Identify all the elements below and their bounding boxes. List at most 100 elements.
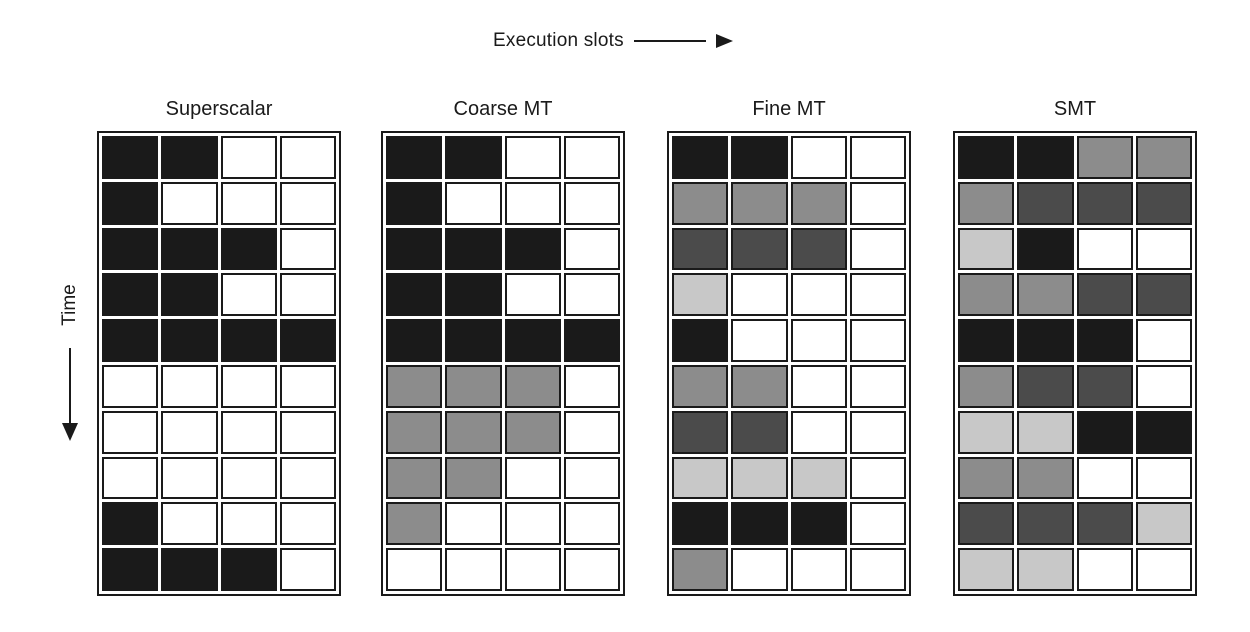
grid-cell	[161, 364, 218, 408]
grid-cell	[958, 364, 1015, 408]
grid-cell	[958, 456, 1015, 500]
grid-cell	[386, 319, 443, 362]
panel-smt: SMT	[953, 96, 1197, 596]
grid-cell	[790, 364, 847, 408]
grid-cell	[849, 502, 906, 546]
grid-cell	[563, 181, 620, 225]
panel-title-coarse-mt: Coarse MT	[453, 98, 553, 120]
grid-cell	[102, 548, 159, 591]
grid-cell	[958, 319, 1015, 362]
panel-title-smt: SMT	[1053, 98, 1097, 120]
grid-cell	[563, 227, 620, 271]
grid-cell	[386, 364, 443, 408]
grid-cell	[102, 364, 159, 408]
grid-cell	[445, 502, 502, 546]
grid-cell	[790, 410, 847, 454]
grid-cell	[849, 364, 906, 408]
grid-cell	[849, 319, 906, 362]
grid-cell	[504, 319, 561, 362]
grid-cell	[161, 181, 218, 225]
grid-cell	[790, 456, 847, 500]
grid-cell	[504, 273, 561, 317]
grid-cell	[1017, 364, 1074, 408]
grid-cell	[279, 227, 336, 271]
grid-cell	[1076, 364, 1133, 408]
grid-cell	[386, 181, 443, 225]
grid-cell	[1076, 181, 1133, 225]
grid-cell	[1076, 273, 1133, 317]
grid-cell	[731, 502, 788, 546]
grid-cell	[386, 502, 443, 546]
grid-cell	[563, 410, 620, 454]
time-axis-label: Time	[59, 284, 80, 326]
grid-cell	[672, 181, 729, 225]
grid-cell	[1135, 319, 1192, 362]
grid-cell	[849, 181, 906, 225]
grid-cell	[672, 136, 729, 179]
grid-cell	[672, 227, 729, 271]
grid-cell	[1135, 181, 1192, 225]
grid-cell	[563, 273, 620, 317]
grid-cell	[958, 548, 1015, 591]
grid-cell	[672, 364, 729, 408]
grid-cell	[279, 181, 336, 225]
grid-cell	[731, 364, 788, 408]
grid-cell	[220, 456, 277, 500]
grid-cell	[1017, 273, 1074, 317]
grid-cell	[102, 410, 159, 454]
slot-grid-coarse-mt	[386, 136, 620, 591]
grid-cell	[504, 364, 561, 408]
grid-cell	[279, 410, 336, 454]
down-arrow-icon	[62, 423, 78, 441]
grid-cell	[958, 181, 1015, 225]
grid-cell	[958, 227, 1015, 271]
grid-cell	[102, 227, 159, 271]
grid-cell	[504, 181, 561, 225]
grid-cell	[790, 136, 847, 179]
grid-cell	[958, 410, 1015, 454]
grid-cell	[445, 273, 502, 317]
grid-cell	[672, 456, 729, 500]
grid-cell	[1017, 456, 1074, 500]
grid-cell	[790, 319, 847, 362]
grid-cell	[445, 136, 502, 179]
grid-cell	[445, 319, 502, 362]
grid-cell	[958, 136, 1015, 179]
panel-fine-mt: Fine MT	[667, 96, 911, 596]
grid-cell	[731, 227, 788, 271]
grid-cell	[504, 548, 561, 591]
grid-cell	[445, 410, 502, 454]
grid-cell	[563, 502, 620, 546]
grid-cell	[102, 456, 159, 500]
grid-cell	[563, 456, 620, 500]
down-arrow-line	[69, 348, 71, 424]
slot-grid-superscalar	[102, 136, 336, 591]
grid-cell	[386, 456, 443, 500]
grid-cell	[563, 548, 620, 591]
grid-cell	[102, 136, 159, 179]
grid-cell	[220, 319, 277, 362]
grid-cell	[161, 410, 218, 454]
grid-cell	[161, 227, 218, 271]
grid-cell	[386, 227, 443, 271]
grid-cell	[849, 136, 906, 179]
grid-cell	[279, 548, 336, 591]
grid-cell	[220, 364, 277, 408]
grid-cell	[1076, 502, 1133, 546]
grid-cell	[386, 273, 443, 317]
grid-cell	[1135, 456, 1192, 500]
grid-cell	[1076, 319, 1133, 362]
grid-cell	[563, 364, 620, 408]
grid-cell	[445, 456, 502, 500]
panel-title-superscalar: Superscalar	[165, 98, 273, 120]
grid-cell	[1135, 227, 1192, 271]
grid-cell	[504, 227, 561, 271]
panel-title-fine-mt: Fine MT	[752, 98, 826, 120]
right-arrow-icon	[715, 34, 733, 48]
grid-cell	[849, 410, 906, 454]
grid-cell	[1017, 181, 1074, 225]
grid-cell	[279, 456, 336, 500]
grid-cell	[279, 319, 336, 362]
grid-cell	[386, 548, 443, 591]
grid-box-superscalar	[97, 131, 341, 596]
